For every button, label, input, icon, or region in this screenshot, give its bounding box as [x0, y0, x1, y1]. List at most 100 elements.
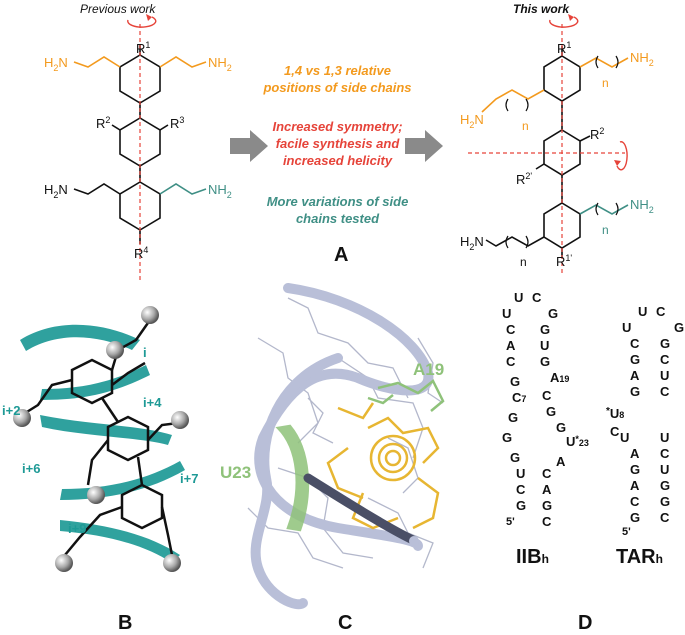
tar-r1: G — [674, 320, 685, 335]
right-rotation-arrow-side — [616, 141, 628, 171]
panel-a-letter: A — [334, 244, 349, 266]
tar-l10: G — [630, 462, 641, 477]
iib-r2: G — [540, 322, 551, 337]
helix-scaffold — [21, 319, 179, 556]
previous-work-label: Previous work — [80, 2, 156, 16]
iib-r1: G — [548, 306, 559, 321]
rna-backbone-2 — [250, 353, 343, 610]
tar-r11: C — [660, 510, 670, 525]
tar-r10: G — [660, 494, 671, 509]
tar-title: TARh — [616, 546, 663, 568]
iib-l7: G — [508, 410, 519, 425]
right-molecule — [535, 46, 591, 258]
tar-l6: *U8 — [606, 406, 625, 421]
iib-title: IIBh — [516, 546, 549, 568]
rna-backbone — [254, 283, 434, 551]
iib-r3: U — [540, 338, 550, 353]
iib-l9: G — [510, 450, 521, 465]
n-label-1: n — [602, 76, 609, 90]
n-label-3: n — [602, 223, 609, 237]
tar-l4: A — [630, 368, 640, 383]
right-r2-label: R2 — [590, 126, 604, 142]
iib-5prime: 5' — [506, 516, 515, 528]
right-gray-arrow — [405, 130, 443, 162]
helix-balls — [13, 306, 189, 572]
helix-label-i7: i+7 — [180, 471, 198, 486]
u23-label: U23 — [220, 463, 251, 482]
iib-r9: U*23 — [566, 434, 589, 449]
right-h2n-orange: H2N — [460, 112, 484, 130]
tar-l1: U — [622, 320, 632, 335]
iib-loop-2: C — [532, 290, 542, 305]
helix-label-i4: i+4 — [143, 395, 162, 410]
left-orange-chains — [73, 56, 207, 68]
iib-l8: G — [502, 430, 513, 445]
iib-r14: C — [542, 514, 552, 529]
helix-label-i6: i+6 — [22, 461, 40, 476]
tar-loop-1: U — [638, 304, 648, 319]
left-teal-chain — [159, 183, 207, 195]
right-black-chain — [485, 236, 545, 247]
iib-l5: G — [510, 374, 521, 389]
tar-r3: C — [660, 352, 670, 367]
panel-b-letter: B — [118, 612, 133, 634]
iib-r10: A — [556, 454, 566, 469]
right-r1-label: R1 — [557, 40, 571, 56]
panel-d-letter: D — [578, 612, 593, 634]
left-black-chain — [73, 183, 121, 195]
helix-ribbon — [20, 324, 185, 563]
left-rotation-arrow — [127, 16, 157, 28]
a19-label: A19 — [413, 360, 444, 379]
panel-c-letter: C — [338, 612, 353, 634]
iib-l4: C — [506, 354, 516, 369]
helix-label-i: i — [143, 345, 147, 360]
r4-label: R4 — [134, 245, 148, 261]
tar-l3: G — [630, 352, 641, 367]
left-nh2-orange: NH2 — [208, 55, 232, 73]
r2-label: R2 — [96, 115, 110, 131]
tar-l9: A — [630, 446, 640, 461]
right-r1p-label: R1' — [556, 253, 572, 269]
iib-loop-1: U — [514, 290, 524, 305]
iib-r4: G — [540, 354, 551, 369]
panel-c-structure: A19 U23 — [220, 283, 445, 610]
iib-l10: U — [516, 466, 526, 481]
iib-r12: A — [542, 482, 552, 497]
right-nh2-orange: NH2 — [630, 50, 654, 68]
iib-r6: C — [542, 388, 552, 403]
tar-r6: U — [660, 430, 670, 445]
r3-label: R3 — [170, 115, 184, 131]
left-gray-arrow — [230, 130, 268, 162]
right-orange-chains — [481, 57, 629, 113]
dark-strand — [303, 473, 418, 545]
r1-label: R1 — [136, 40, 150, 56]
n-label-2: n — [522, 119, 529, 133]
iib-r8: G — [556, 420, 567, 435]
tar-l13: G — [630, 510, 641, 525]
iib-r13: G — [542, 498, 553, 513]
panel-b-helix: i i+2 i+4 i+6 i+7 i+9 — [2, 306, 198, 572]
tar-r9: G — [660, 478, 671, 493]
iib-l11: C — [516, 482, 526, 497]
right-teal-chain — [579, 204, 629, 215]
iib-l1: U — [502, 306, 512, 321]
tar-r5: C — [660, 384, 670, 399]
tar-l7: C — [610, 424, 620, 439]
left-nh2-teal: NH2 — [208, 182, 232, 200]
helix-label-i2: i+2 — [2, 403, 20, 418]
iib-l3: A — [506, 338, 516, 353]
right-rotation-arrow-top — [549, 16, 579, 28]
iib-l12: G — [516, 498, 527, 513]
right-nh2-teal: NH2 — [630, 197, 654, 215]
left-h2n-black: H2N — [44, 182, 68, 200]
right-bracket-marks — [505, 55, 619, 249]
green-residues — [275, 379, 445, 532]
this-work-label: This work — [513, 2, 570, 16]
iib-l2: C — [506, 322, 516, 337]
right-h2n-black: H2N — [460, 234, 484, 252]
tar-l2: C — [630, 336, 640, 351]
tar-r8: U — [660, 462, 670, 477]
